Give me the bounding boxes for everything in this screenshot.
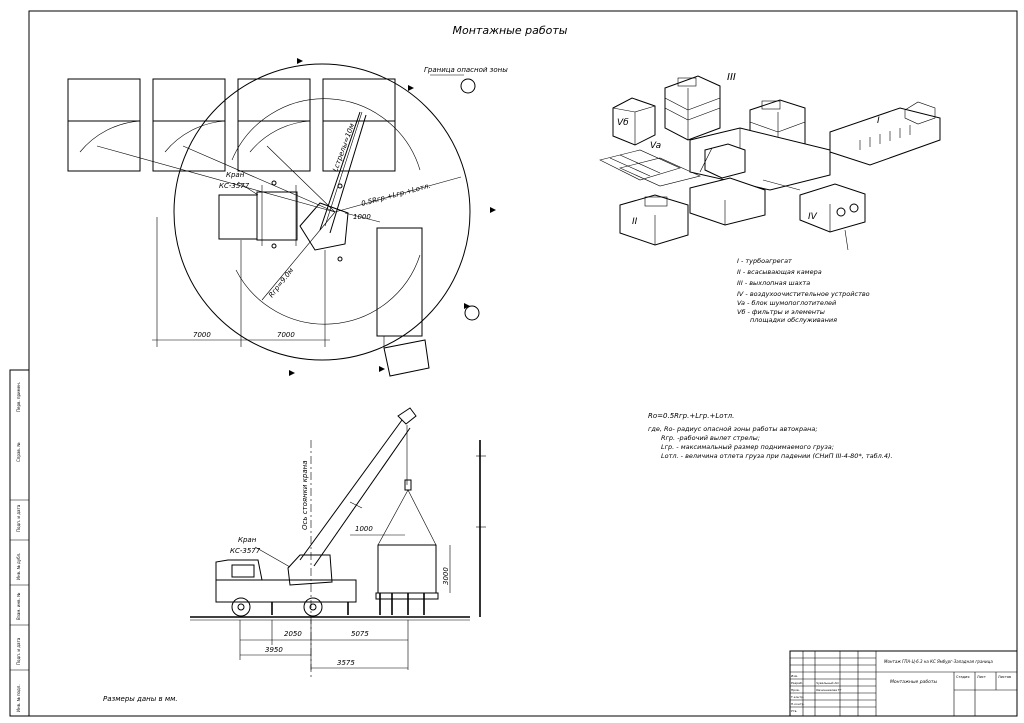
iso-view: III Vб Va I II xyxy=(599,72,941,251)
elev-dim-3950: 3950 xyxy=(265,646,283,654)
plan-block-4 xyxy=(322,78,396,172)
plan-dim-7000-b: 7000 xyxy=(277,331,295,339)
elevation-view: Ось стоянки крана Кран КС-3577 1000 3000… xyxy=(190,407,486,680)
plan-unit-right xyxy=(376,227,423,337)
plan-crane-cab xyxy=(218,194,258,240)
iso-label-Va: Va xyxy=(650,141,661,151)
radius-label: Rгр=9.0м xyxy=(267,266,295,299)
plan-block-3 xyxy=(237,78,311,172)
iso-label-Vb: Vб xyxy=(617,118,629,128)
legend-item-1: I - турбоагрегат xyxy=(737,257,792,265)
formula-main: Ro=0.5Rгр.+Lгр.+Lотл. xyxy=(648,412,734,420)
elev-crane-label: Кран xyxy=(238,536,257,544)
left-strip xyxy=(9,369,30,717)
strip-label-1: Перв. примен. xyxy=(16,382,21,412)
legend-item-5: Va - блок шумопоглотителей xyxy=(737,299,836,307)
units-note: Размеры даны в мм. xyxy=(103,695,178,703)
strip-label-3: Подп. и дата xyxy=(16,504,21,532)
tb-row-2: Разраб. xyxy=(791,681,803,685)
boom-length-label: Lстрелы=10м xyxy=(331,122,356,173)
sheet-frame xyxy=(28,10,1018,717)
tb-sheet-name: Монтажные работы xyxy=(890,679,937,685)
plan-dim-1000: 1000 xyxy=(353,213,371,221)
plan-view: Граница опасной зоны Lстрелы=10м Rгр=9.0… xyxy=(67,58,508,377)
tb-person-1: Чувальный АО xyxy=(816,681,839,685)
tb-row-1: Изм. xyxy=(791,674,798,678)
plan-crane-model: КС-3577 xyxy=(219,182,250,190)
iso-block-I xyxy=(829,107,941,166)
plan-block-1 xyxy=(67,78,141,172)
iso-block-main xyxy=(689,177,766,226)
tb-project: Монтаж ГПА-Ц-6.3 на КС Ямбург-Западная г… xyxy=(884,659,993,664)
formula-line-2: Rгр. -рабочий вылет стрелы; xyxy=(661,434,760,442)
drawing-title: Монтажные работы xyxy=(453,24,568,37)
crane-axis-label: Ось стоянки крана xyxy=(301,460,309,530)
tb-person-2: Овчинникова ТГ xyxy=(816,688,842,692)
legend-item-4: IV - воздухоочистительное устройство xyxy=(737,290,870,298)
elev-dim-3575: 3575 xyxy=(337,659,355,667)
legend: I - турбоагрегат II - всасывающая камера… xyxy=(737,257,870,324)
strip-label-6: Подп. и дата xyxy=(16,637,21,665)
elev-crane-model: КС-3577 xyxy=(230,547,261,555)
elev-truck-chassis xyxy=(215,579,357,603)
legend-item-7: площадки обслуживания xyxy=(750,316,837,324)
iso-label-IV: IV xyxy=(808,212,818,222)
danger-zone-circle xyxy=(173,63,471,361)
elev-load xyxy=(377,544,437,594)
title-block: Монтаж ГПА-Ц-6.3 на КС Ямбург-Западная г… xyxy=(789,650,1018,717)
iso-block-IV xyxy=(799,183,866,233)
plan-crane-body xyxy=(256,191,298,241)
formula-line-3: Lгр. - максимальный размер поднимаемого … xyxy=(661,443,834,451)
tb-col-sheet: Лист xyxy=(977,675,986,679)
tb-col-stage: Стадия xyxy=(956,675,969,679)
plan-crane-label: Кран xyxy=(226,171,245,179)
strip-label-4: Инв. № дубл. xyxy=(16,553,21,580)
elev-dim-2050: 2050 xyxy=(284,630,302,638)
iso-label-II: II xyxy=(632,217,638,227)
formula-line-1: где, Ro- радиус опасной зоны работы авто… xyxy=(648,425,818,433)
plan-dim-7000-a: 7000 xyxy=(193,331,211,339)
iso-label-I: I xyxy=(877,116,880,126)
legend-item-6: Vб - фильтры и элементы xyxy=(737,308,825,316)
elev-dim-1000: 1000 xyxy=(355,525,373,533)
strip-label-7: Инв. № подл. xyxy=(16,684,21,712)
iso-label-III: III xyxy=(727,72,736,83)
tb-row-3: Пров. xyxy=(791,688,800,692)
legend-item-2: II - всасывающая камера xyxy=(737,268,822,276)
elev-dim-3000: 3000 xyxy=(442,567,450,585)
plan-block-2 xyxy=(152,78,226,172)
elev-dim-5075: 5075 xyxy=(351,630,369,638)
zone-formula-label: 0.5Rгр.+Lгр.+Lотл. xyxy=(360,182,431,208)
strip-label-5: Взам. инв. № xyxy=(16,593,21,620)
plan-crane-turret xyxy=(299,202,349,251)
tb-row-4: Т.контр. xyxy=(790,695,804,699)
formula-block: Ro=0.5Rгр.+Lгр.+Lотл. где, Ro- радиус оп… xyxy=(648,412,893,460)
tb-row-5: Н.контр. xyxy=(791,702,804,706)
iso-block-II xyxy=(619,194,689,246)
tb-col-sheets: Листов xyxy=(998,675,1011,679)
legend-item-3: III - выхлопная шахта xyxy=(737,279,810,287)
tb-row-6: Утв. xyxy=(791,709,797,713)
formula-line-4: Lотл. - величина отлета груза при падени… xyxy=(661,452,893,460)
danger-zone-label: Граница опасной зоны xyxy=(424,66,508,74)
strip-label-2: Справ. № xyxy=(16,443,21,462)
elev-crane-turret xyxy=(287,554,333,586)
